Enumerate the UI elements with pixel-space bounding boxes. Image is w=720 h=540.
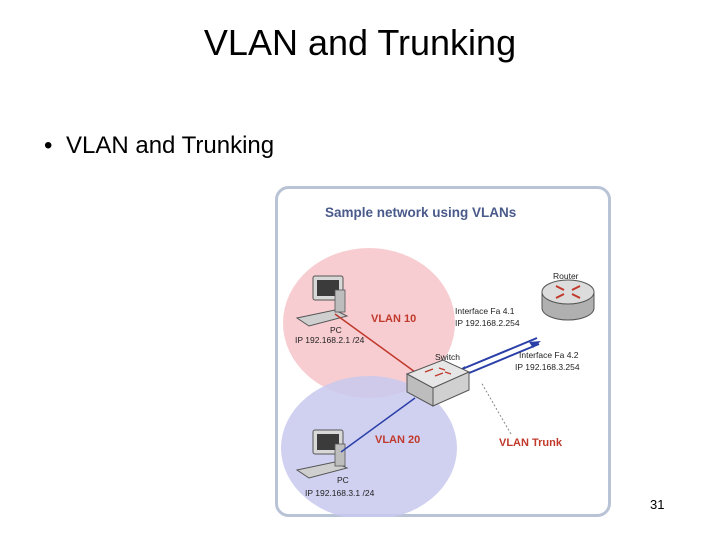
router-icon <box>541 279 595 321</box>
pc-icon <box>295 275 349 327</box>
pc1-label: PC <box>330 325 342 335</box>
switch-icon <box>405 359 471 407</box>
bullet-dot-icon: • <box>44 132 53 159</box>
pc2-switch-link <box>340 397 416 453</box>
pc2-ip: IP 192.168.3.1 /24 <box>305 488 375 498</box>
vlan-trunk-label: VLAN Trunk <box>499 437 563 449</box>
pc2-label: PC <box>337 475 349 485</box>
iface2-ip: IP 192.168.3.254 <box>515 362 580 372</box>
trunk-link-a <box>454 337 538 373</box>
bullet-item: • VLAN and Trunking <box>44 132 274 160</box>
arrow-head-icon <box>529 341 541 348</box>
diagram-title: Sample network using VLANs <box>325 205 516 220</box>
pc1-ip: IP 192.168.2.1 /24 <box>295 335 365 345</box>
iface2-name: Interface Fa 4.2 <box>519 350 579 360</box>
vlan10-label: VLAN 10 <box>371 313 416 325</box>
vlan20-label: VLAN 20 <box>375 434 420 446</box>
trunk-link-b <box>456 343 540 379</box>
pc1-switch-link <box>334 313 416 373</box>
bullet-text: VLAN and Trunking <box>66 132 275 159</box>
switch-label: Switch <box>435 352 460 362</box>
page-number: 31 <box>650 497 665 512</box>
router-label: Router <box>553 271 579 281</box>
iface1-ip: IP 192.168.2.254 <box>455 318 520 328</box>
vlan20-zone <box>281 376 457 517</box>
vlan-network-diagram: Sample network using VLANs PC IP 192.168… <box>275 186 611 517</box>
iface1-name: Interface Fa 4.1 <box>455 306 515 316</box>
pc-icon <box>295 429 349 479</box>
slide-title: VLAN and Trunking <box>203 22 517 63</box>
